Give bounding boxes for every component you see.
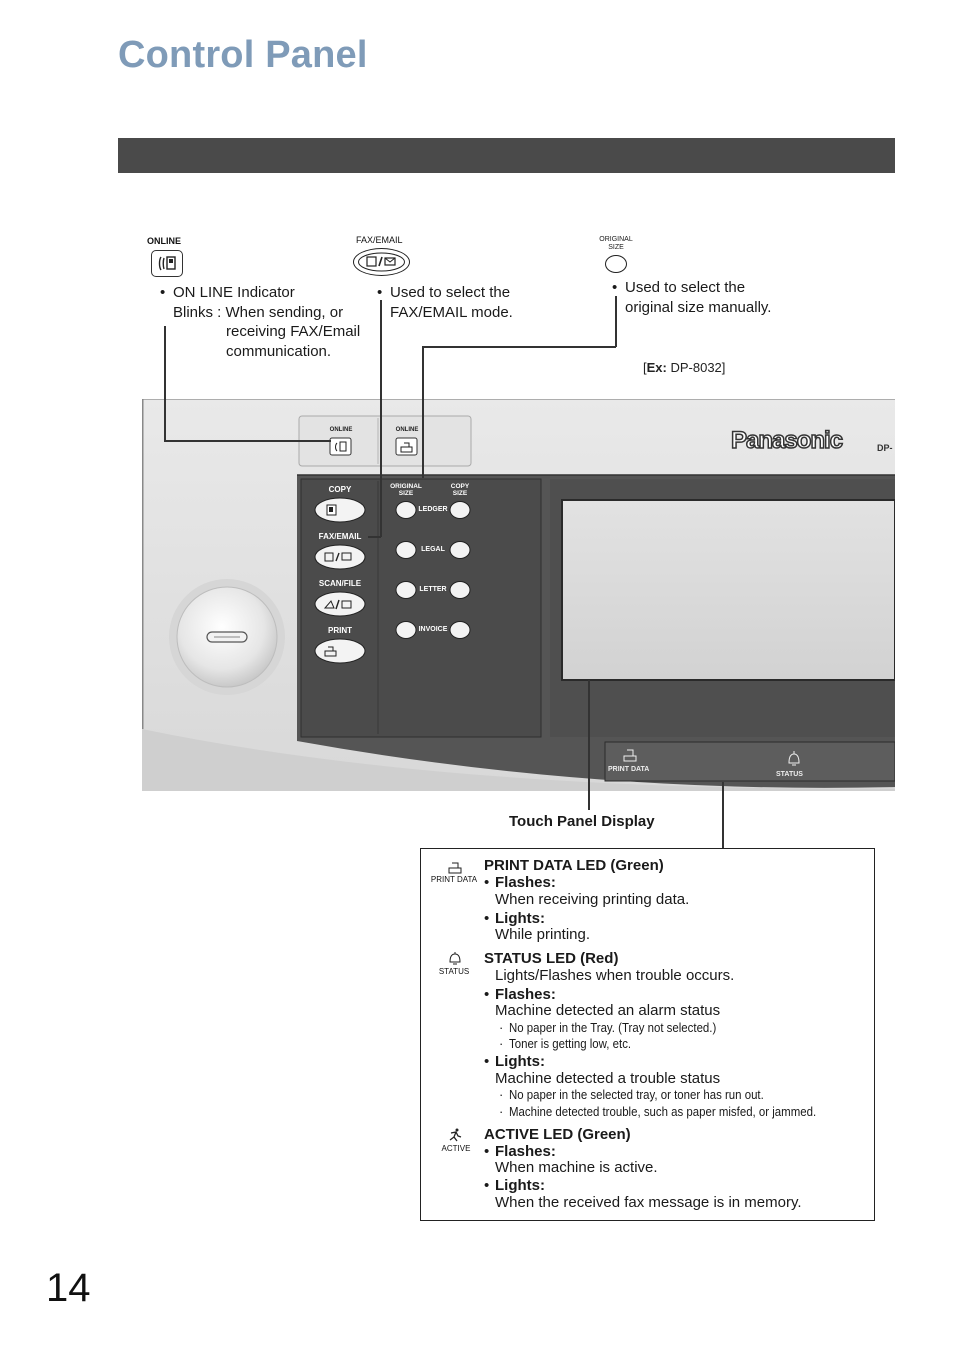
panel-ledger-label: LEDGER [418, 506, 448, 513]
panel-status-label: STATUS [776, 771, 803, 778]
panel-invoice-label: INVOICE [418, 626, 448, 633]
status-flashes-sub-1: No paper in the Tray. (Tray not selected… [509, 1020, 717, 1035]
print-data-flashes-label: Flashes: [495, 874, 556, 891]
sub-bullet: · [499, 1087, 504, 1102]
bullet: • [484, 874, 490, 891]
status-icon-caption: STATUS [438, 967, 470, 976]
status-heading: STATUS LED (Red) [484, 950, 619, 967]
print-data-heading: PRINT DATA LED (Green) [484, 857, 664, 874]
control-panel-drawing [142, 399, 895, 791]
print-data-flashes-text: When receiving printing data. [495, 891, 690, 908]
leader-original-size-horizontal [422, 346, 616, 348]
bullet: • [484, 1143, 490, 1160]
leader-online-vertical [164, 326, 166, 441]
status-lights-text: Machine detected a trouble status [495, 1070, 721, 1087]
print-data-icon [448, 861, 462, 879]
leader-fax-email-horizontal [368, 536, 381, 538]
example-model-label: [Ex: DP-8032] [643, 360, 726, 375]
print-data-lights-label: Lights: [495, 910, 545, 927]
section-bar [118, 138, 895, 173]
control-panel-illustration: ONLINE ONLINE Panasonic DP- COPY FAX/EMA… [142, 399, 895, 791]
bullet: • [484, 1177, 490, 1194]
page-number: 14 [46, 1266, 91, 1310]
leader-fax-email-vertical [380, 300, 382, 537]
panel-copy-size-label: COPY SIZE [450, 483, 470, 497]
brand-logo: Panasonic [730, 426, 844, 455]
original-size-key-label: ORIGINAL SIZE [599, 236, 633, 251]
bullet: • [484, 986, 490, 1003]
status-lights-sub-2: Machine detected trouble, such as paper … [509, 1104, 817, 1119]
touch-panel-display-label: Touch Panel Display [509, 813, 655, 830]
active-lights-label: Lights: [495, 1177, 545, 1194]
panel-print-label: PRINT [328, 626, 352, 635]
active-lights-text: When the received fax message is in memo… [495, 1194, 802, 1211]
active-runner-icon [448, 1128, 462, 1147]
print-data-lights-text: While printing. [495, 926, 591, 943]
leader-original-size-vertical [615, 296, 617, 347]
panel-letter-label: LETTER [419, 586, 447, 593]
status-flashes-label: Flashes: [495, 986, 556, 1003]
active-flashes-text: When machine is active. [495, 1159, 658, 1176]
bullet: • [484, 1053, 490, 1070]
fax-email-callout-text: • Used to select the FAX/EMAIL mode. [377, 284, 513, 321]
active-flashes-label: Flashes: [495, 1143, 556, 1160]
original-size-key-icon [605, 255, 627, 273]
online-key-icon [151, 250, 183, 277]
status-flashes-text: Machine detected an alarm status [495, 1002, 721, 1019]
led-description-box: PRINT DATA PRINT DATA LED (Green) • Flas… [420, 848, 875, 1221]
sub-bullet: · [499, 1036, 504, 1051]
panel-online-label-2: ONLINE [395, 427, 419, 433]
panel-copy-label: COPY [328, 485, 352, 494]
leader-led-strip [722, 782, 724, 848]
panel-original-size-label: ORIGINAL SIZE [390, 483, 422, 497]
online-callout-text: • ON LINE Indicator Blinks : When sendin… [160, 284, 361, 360]
original-size-callout-text: • Used to select the original size manua… [612, 279, 772, 316]
status-lights-sub-1: No paper in the selected tray, or toner … [509, 1087, 764, 1102]
status-intro: Lights/Flashes when trouble occurs. [495, 967, 735, 984]
panel-model-partial: DP- [877, 443, 893, 453]
status-bell-icon [448, 952, 462, 970]
active-heading: ACTIVE LED (Green) [484, 1126, 631, 1143]
leader-original-size-down [422, 346, 424, 478]
status-flashes-sub-2: Toner is getting low, etc. [509, 1036, 632, 1051]
online-key-label: ONLINE [147, 236, 182, 246]
print-data-icon-caption: PRINT DATA [430, 875, 478, 884]
fax-email-key-icon [353, 248, 410, 276]
panel-online-label-1: ONLINE [329, 427, 353, 433]
sub-bullet: · [499, 1020, 504, 1035]
panel-legal-label: LEGAL [421, 546, 445, 553]
panel-scan-file-label: SCAN/FILE [318, 579, 362, 588]
panel-print-data-label: PRINT DATA [608, 766, 650, 773]
status-lights-label: Lights: [495, 1053, 545, 1070]
leader-touch-panel [588, 680, 590, 810]
page-title: Control Panel [118, 34, 368, 76]
bullet: • [484, 910, 490, 927]
leader-online-horizontal [164, 440, 331, 442]
sub-bullet: · [499, 1104, 504, 1119]
panel-fax-email-label: FAX/EMAIL [318, 532, 362, 541]
fax-email-key-label: FAX/EMAIL [356, 235, 403, 245]
active-icon-caption: ACTIVE [441, 1144, 471, 1153]
